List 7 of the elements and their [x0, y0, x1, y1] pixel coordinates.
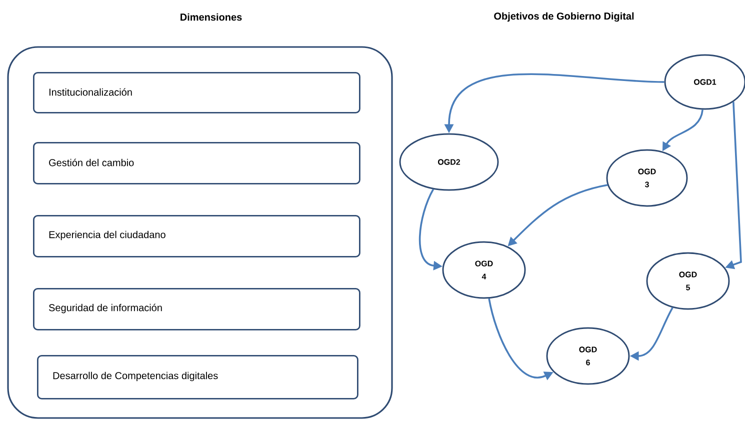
dimension-box: Institucionalización [33, 72, 360, 114]
dimension-box: Experiencia del ciudadano [33, 215, 360, 258]
dimension-box: Gestión del cambio [33, 142, 360, 184]
dimension-box: Seguridad de información [33, 288, 360, 330]
section-heading: Objetivos de Gobierno Digital [494, 12, 634, 22]
node-label: Dimensiones [180, 13, 242, 21]
dimension-box: Desarrollo de Competencias digitales [37, 355, 358, 400]
